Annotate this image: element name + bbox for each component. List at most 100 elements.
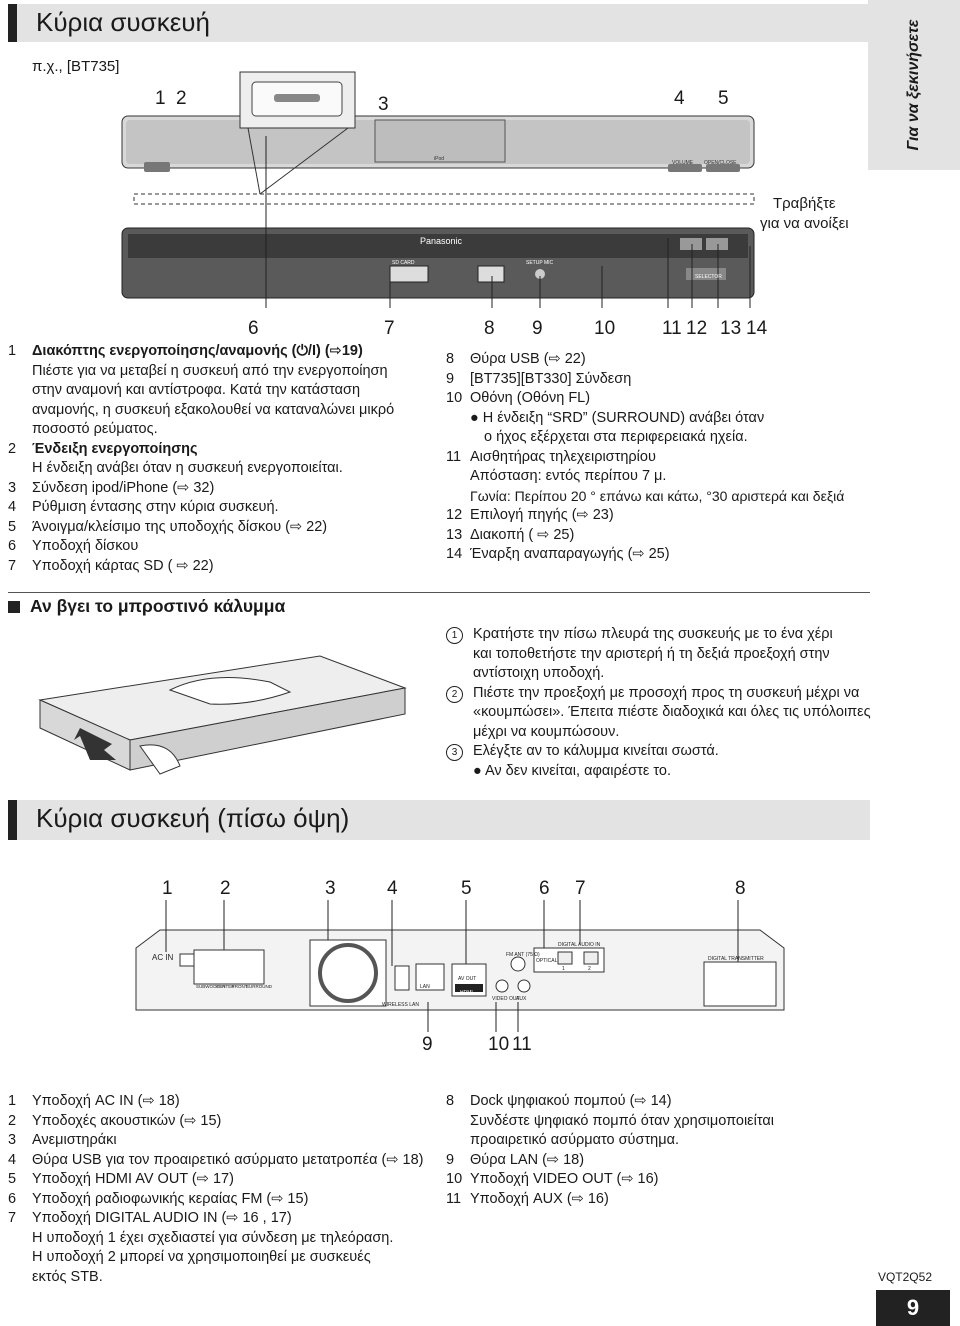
list-item-line: ● Η ένδειξη “SRD” (SURROUND) ανάβει όταν bbox=[470, 409, 765, 426]
volume-text: VOLUME bbox=[672, 160, 694, 166]
pull-note-line: για να ανοίξει bbox=[760, 215, 849, 232]
callout-top: 5 bbox=[718, 88, 729, 109]
example-label: π.χ., [BT735] bbox=[32, 58, 120, 75]
selector-text: SELECTOR bbox=[695, 274, 722, 280]
rear-panel-svg: AC IN SUBWOOFER CENTER FRONT SURROUND WI… bbox=[135, 900, 785, 1032]
list-item-line: Η υποδοχή 1 έχει σχεδιαστεί για σύνδεση … bbox=[32, 1229, 394, 1246]
front-panel-illustration: Panasonic VOLUME OPEN/CLOSE iPod SELECTO… bbox=[120, 66, 781, 336]
callout-rear: 8 bbox=[735, 878, 746, 899]
list-item-line: εκτός STB. bbox=[32, 1268, 103, 1285]
optical-2-text: 2 bbox=[588, 966, 591, 972]
callout-top: 4 bbox=[674, 88, 685, 109]
side-tab-label: Για να ξεκινήσετε bbox=[905, 19, 922, 151]
callout-rear: 10 bbox=[488, 1034, 510, 1055]
callout-bottom: 8 bbox=[484, 318, 495, 339]
list-item: 9[BT735][BT330] Σύνδεση bbox=[446, 370, 632, 387]
front-panel-svg: Panasonic VOLUME OPEN/CLOSE iPod SELECTO… bbox=[121, 71, 781, 308]
rear-panel-illustration: AC IN SUBWOOFER CENTER FRONT SURROUND WI… bbox=[130, 900, 790, 1032]
list-item-line: Η υποδοχή 2 μπορεί να χρησιμοποιηθεί με … bbox=[32, 1249, 371, 1265]
step-line: αντίστοιχη υποδοχή. bbox=[473, 665, 605, 681]
step-line: ● Αν δεν κινείται, αφαιρέστε το. bbox=[473, 762, 671, 779]
aux-text: AUX bbox=[516, 996, 527, 1002]
step-line: και τοποθετήστε την αριστερή ή τη δεξιά … bbox=[473, 645, 830, 662]
header-bar bbox=[8, 800, 17, 840]
fmant-text: FM ANT (75 Ω) bbox=[506, 952, 540, 958]
callout-bottom: 9 bbox=[532, 318, 543, 339]
digitalaudio-text: DIGITAL AUDIO IN bbox=[558, 942, 601, 948]
step-number: 2 bbox=[446, 685, 463, 703]
callout-rear: 6 bbox=[539, 878, 550, 899]
list-item-line: Γωνία: Περίπου 20 ° επάνω και κάτω, °30 … bbox=[470, 487, 845, 504]
list-item-line: προαιρετικό ασύρματο σύστημα. bbox=[470, 1132, 679, 1148]
setupmic-text: SETUP MIC bbox=[526, 260, 554, 266]
callout-rear: 4 bbox=[387, 878, 398, 899]
section-header-rear: Κύρια συσκευή (πίσω όψη) bbox=[8, 800, 870, 840]
callout-bottom: 11 bbox=[662, 318, 682, 339]
optical-text: OPTICAL bbox=[536, 958, 558, 964]
page-number: 9 bbox=[876, 1290, 950, 1326]
hdmi-text: HDMI bbox=[460, 990, 473, 996]
callout-top: 1 bbox=[155, 88, 166, 109]
center-text: CENTER bbox=[216, 984, 235, 989]
surround-text: SURROUND bbox=[246, 984, 273, 989]
callout-rear: 11 bbox=[512, 1034, 532, 1055]
callout-bottom: 12 bbox=[686, 318, 708, 339]
wireless-text: WIRELESS LAN bbox=[382, 1002, 419, 1008]
document-id: VQT2Q52 bbox=[877, 1270, 932, 1284]
front-text: FRONT bbox=[232, 984, 248, 989]
callout-bottom: 14 bbox=[746, 318, 768, 339]
callout-rear: 5 bbox=[461, 878, 472, 899]
list-item-line: ποσοστό ρεύματος. bbox=[32, 421, 158, 437]
list-item-line: ο ήχος εξέρχεται στα περιφερειακά ηχεία. bbox=[484, 429, 748, 445]
callout-bottom: 6 bbox=[248, 318, 259, 339]
avout-text: AV OUT bbox=[458, 976, 476, 982]
section-title: Κύρια συσκευή (πίσω όψη) bbox=[36, 803, 350, 833]
step-line: μέχρι να κουμπώσουν. bbox=[473, 723, 620, 740]
brand-text: Panasonic bbox=[420, 236, 463, 246]
header-bar bbox=[8, 4, 17, 42]
callout-rear: 1 bbox=[162, 878, 173, 899]
section-header-main-unit: Κύρια συσκευή bbox=[8, 4, 870, 42]
optical-1-text: 1 bbox=[562, 966, 565, 972]
callout-rear: 2 bbox=[220, 878, 231, 899]
subwoofer-text: SUBWOOFER bbox=[196, 984, 226, 989]
callout-rear: 3 bbox=[325, 878, 336, 899]
pull-note-line: Τραβήξτε bbox=[772, 195, 836, 212]
divider bbox=[8, 592, 870, 593]
list-item-line: στην αναμονή και αντίστροφα. Κατά την κα… bbox=[32, 382, 361, 398]
videoout-text: VIDEO OUT bbox=[492, 996, 520, 1002]
step-number: 3 bbox=[446, 744, 463, 761]
callout-bottom: 13 bbox=[720, 318, 742, 339]
section-title: Κύρια συσκευή bbox=[36, 7, 210, 37]
list-item-line: Πιέστε για να μεταβεί η συσκευή από την … bbox=[32, 362, 388, 379]
cover-illustration bbox=[20, 628, 420, 778]
list-item-line: αναμονής, η συσκευή εξακολουθεί να καταν… bbox=[32, 401, 395, 418]
list-item-line: Απόσταση: εντός περίπου 7 μ. bbox=[470, 468, 667, 484]
step-line: «κουμπώσει». Έπειτα πιέστε διαδοχικά και… bbox=[473, 704, 871, 720]
subsection-title: Αν βγει το μπροστινό κάλυμμα bbox=[8, 596, 285, 617]
